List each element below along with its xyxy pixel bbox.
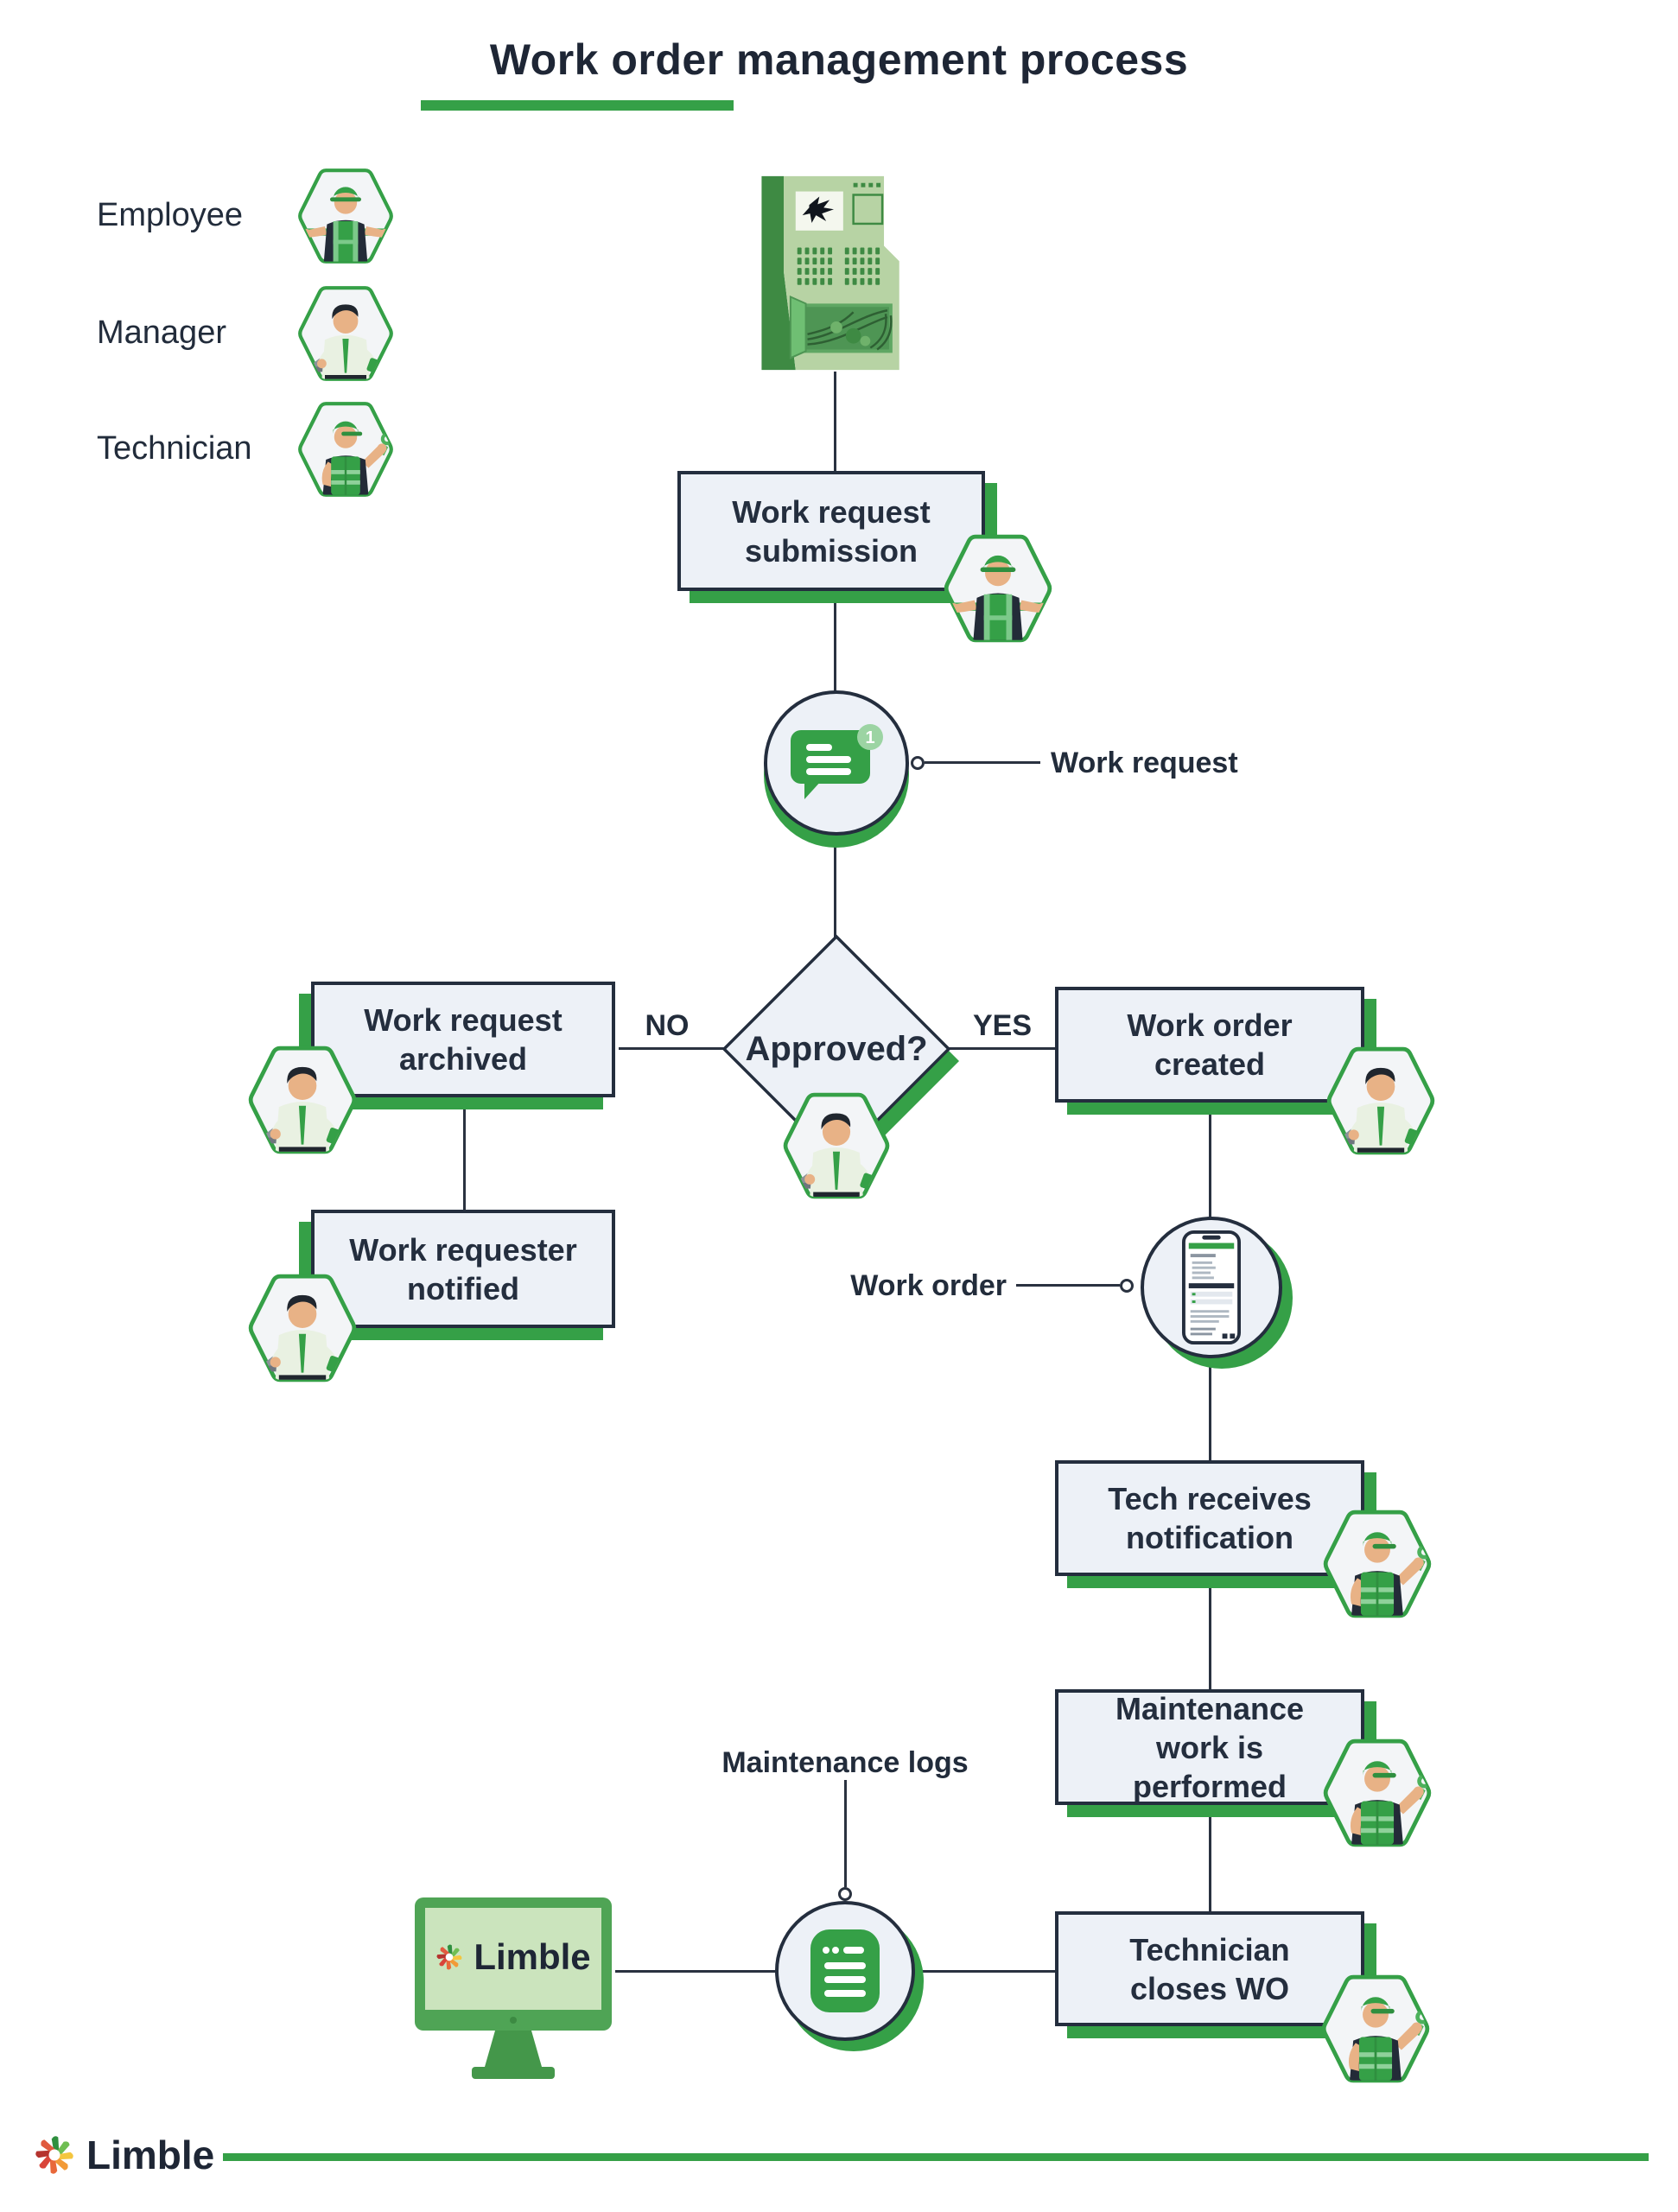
- step-work-request-archived: Work request archived: [311, 982, 615, 1097]
- broken-machine-illustration: [761, 175, 899, 371]
- work-order-label: Work order: [850, 1269, 1007, 1302]
- desktop-monitor-illustration: [415, 1897, 612, 2079]
- branch-no-label: NO: [645, 1009, 690, 1042]
- connector-request-decision: [833, 833, 836, 938]
- page-title: Work order management process: [489, 35, 1189, 84]
- technician-avatar-icon: [294, 397, 397, 501]
- work-request-node: 1: [764, 690, 909, 836]
- connector-monitor-doc: [615, 1970, 775, 1973]
- legend-label-manager: Manager: [97, 315, 226, 351]
- document-icon: [810, 1929, 880, 2012]
- decision-diamond: [721, 934, 959, 1173]
- connector-submission-request: [833, 591, 836, 693]
- chat-bubble-icon: 1: [791, 724, 883, 799]
- technician-avatar-icon: [1319, 1734, 1436, 1852]
- step-work-order-created: Work order created: [1055, 987, 1364, 1103]
- footer-limble-logo: Limble: [31, 2127, 214, 2183]
- footer-accent-line: [223, 2153, 1649, 2161]
- connector-no-branch: [619, 1047, 724, 1050]
- legend-label-technician: Technician: [97, 430, 252, 467]
- screen-limble-logo: Limble: [425, 1930, 600, 1984]
- branch-yes-label: YES: [972, 1009, 1033, 1042]
- connector-archived-notified: [462, 1096, 466, 1211]
- manager-avatar-icon: [244, 1041, 361, 1159]
- step-work-request-submission: Work request submission: [677, 471, 985, 591]
- limble-pinwheel-icon: [434, 1942, 465, 1973]
- limble-pinwheel-icon: [31, 2132, 78, 2178]
- connector-logs-doc: [843, 1780, 847, 1887]
- logs-label-dot: [838, 1887, 852, 1901]
- legend-label-employee: Employee: [97, 197, 243, 233]
- connector-machine-submission: [833, 372, 836, 472]
- technician-avatar-icon: [1319, 1505, 1436, 1623]
- step-tech-receives-notification: Tech receives notification: [1055, 1460, 1364, 1576]
- connector-request-label: [925, 761, 1040, 764]
- connector-created-order: [1208, 1102, 1211, 1219]
- manager-avatar-icon: [244, 1269, 361, 1387]
- footer-logo-text: Limble: [86, 2133, 215, 2177]
- work-request-label: Work request: [1051, 747, 1238, 779]
- connector-maintenance-closes: [1208, 1804, 1211, 1912]
- employee-avatar-icon: [294, 164, 397, 268]
- notification-badge: 1: [865, 728, 874, 747]
- work-order-node: [1141, 1217, 1282, 1358]
- step-maintenance-work-performed: Maintenance work is performed: [1055, 1689, 1364, 1805]
- technician-avatar-icon: [1317, 1970, 1434, 2088]
- step-work-requester-notified: Work requester notified: [311, 1210, 615, 1328]
- smartphone-icon: [1182, 1230, 1241, 1345]
- connector-order-technotify: [1208, 1357, 1211, 1461]
- connector-yes-branch: [949, 1047, 1056, 1050]
- maintenance-logs-label: Maintenance logs: [721, 1746, 969, 1779]
- manager-avatar-icon: [294, 282, 397, 385]
- connector-doc-closes: [915, 1970, 1058, 1973]
- maintenance-logs-node: [775, 1901, 915, 2041]
- connector-order-label: [1016, 1284, 1120, 1287]
- manager-avatar-icon: [1322, 1042, 1440, 1160]
- title-underline: [421, 100, 734, 111]
- employee-avatar-icon: [939, 530, 1057, 647]
- request-label-dot: [911, 756, 925, 770]
- screen-logo-text: Limble: [474, 1936, 591, 1977]
- step-technician-closes-wo: Technician closes WO: [1055, 1911, 1364, 2026]
- decision-label: Approved?: [745, 1030, 928, 1068]
- manager-avatar-icon: [779, 1088, 894, 1204]
- order-label-dot: [1120, 1279, 1134, 1293]
- connector-technotify-maintenance: [1208, 1575, 1211, 1690]
